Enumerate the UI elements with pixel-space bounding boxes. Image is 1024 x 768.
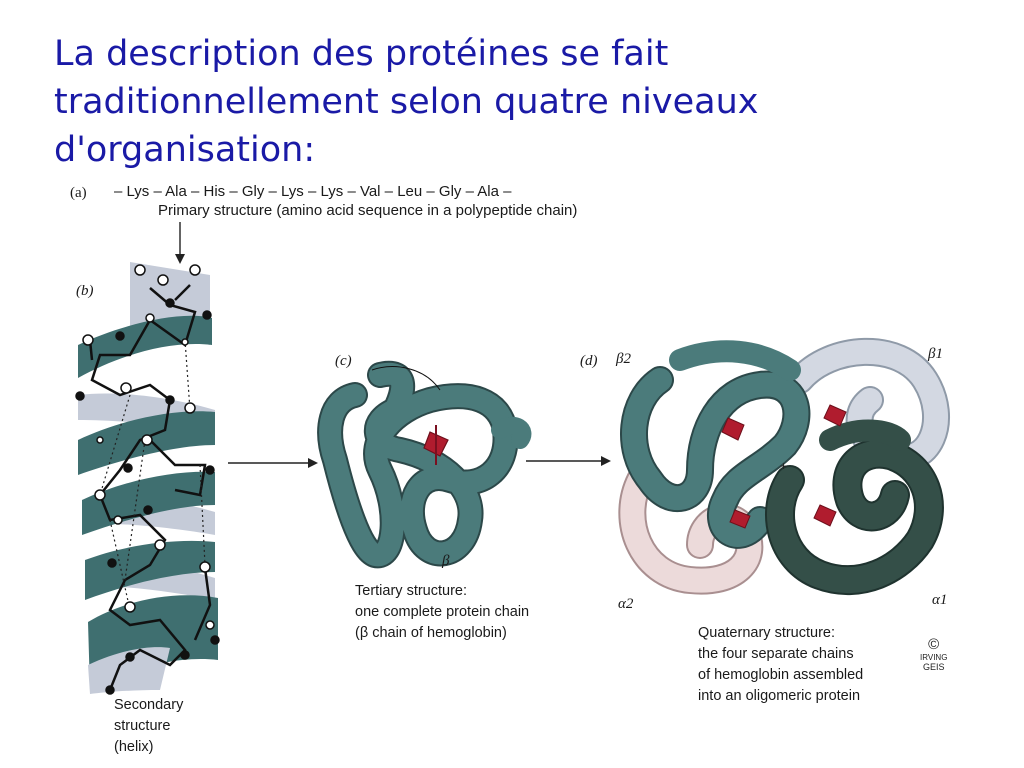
quaternary-caption-line-2: the four separate chains bbox=[698, 646, 854, 662]
heme-group-c bbox=[423, 425, 449, 465]
tertiary-caption-line-2: one complete protein chain bbox=[355, 604, 530, 620]
secondary-structure-caption: Secondary structure (helix) bbox=[114, 695, 183, 758]
tertiary-caption-line-1: Tertiary structure: bbox=[355, 583, 467, 599]
secondary-caption-line-2: structure bbox=[114, 718, 171, 734]
alpha1-label: α1 bbox=[932, 592, 948, 608]
center-plus-mark: + bbox=[780, 459, 787, 473]
beta1-label: β1 bbox=[928, 346, 943, 362]
quaternary-beta2-chain bbox=[620, 340, 811, 549]
artist-name-line-2: GEIS bbox=[922, 662, 945, 672]
alpha-helix-ribbon bbox=[78, 262, 218, 694]
title-line-3: d'organisation: bbox=[54, 130, 316, 170]
alpha2-label: α2 bbox=[618, 596, 634, 612]
tertiary-beta-label: β bbox=[442, 553, 450, 569]
panel-b-tag: (b) bbox=[76, 283, 94, 299]
helix-hydrogen-bonds bbox=[99, 339, 206, 611]
primary-structure-caption: Primary structure (amino acid sequence i… bbox=[158, 202, 578, 219]
quaternary-structure-caption: Quaternary structure: the four separate … bbox=[698, 623, 863, 707]
artist-credit: © IRVING GEIS bbox=[920, 636, 947, 672]
artist-name-line-1: IRVING bbox=[920, 653, 948, 662]
secondary-caption-line-3: (helix) bbox=[114, 739, 154, 755]
tertiary-linker bbox=[371, 366, 441, 391]
title-line-1: La description des protéines se fait bbox=[54, 34, 669, 74]
panel-a-tag: (a) bbox=[70, 185, 87, 201]
quaternary-caption-line-1: Quaternary structure: bbox=[698, 625, 835, 641]
helix-atom-circles bbox=[75, 264, 220, 695]
panel-c-tag: (c) bbox=[335, 353, 352, 369]
arrow-c-to-d bbox=[526, 456, 611, 466]
down-arrow bbox=[175, 222, 185, 264]
secondary-caption-line-1: Secondary bbox=[114, 697, 184, 713]
heme-groups-d bbox=[721, 404, 847, 529]
quaternary-alpha1-chain bbox=[765, 419, 944, 596]
quaternary-caption-line-3: of hemoglobin assembled bbox=[698, 667, 864, 683]
arrow-b-to-c bbox=[228, 458, 318, 468]
copyright-symbol: © bbox=[928, 636, 940, 653]
slide-title: La description des protéines se fait tra… bbox=[54, 30, 984, 174]
tertiary-structure-caption: Tertiary structure: one complete protein… bbox=[355, 581, 529, 644]
title-line-2: traditionnellement selon quatre niveaux bbox=[54, 82, 759, 122]
amino-acid-sequence: – Lys – Ala – His – Gly – Lys – Lys – Va… bbox=[114, 183, 512, 200]
tertiary-beta-chain bbox=[317, 360, 532, 569]
helix-backbone-atoms bbox=[88, 284, 212, 691]
tertiary-caption-line-3: (β chain of hemoglobin) bbox=[355, 625, 507, 641]
quaternary-caption-line-4: into an oligomeric protein bbox=[698, 688, 861, 704]
beta2-label: β2 bbox=[616, 351, 631, 367]
panel-d-tag: (d) bbox=[580, 353, 598, 369]
